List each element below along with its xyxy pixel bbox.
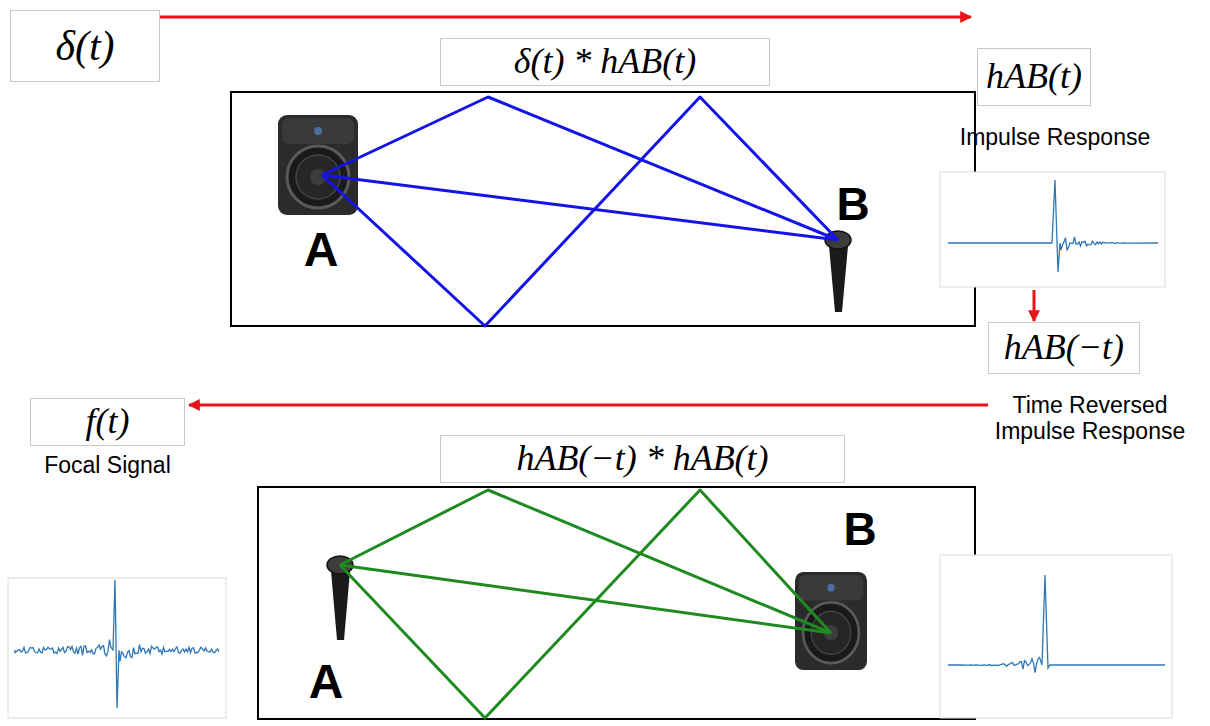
flow-arrow xyxy=(189,404,988,407)
device-letter: A xyxy=(298,654,354,709)
formula-box: hAB(−t) * hAB(t) xyxy=(440,435,845,483)
sound-paths xyxy=(322,97,838,326)
formula-text: hAB(−t) * hAB(t) xyxy=(516,439,768,479)
caption-label: Impulse Response xyxy=(915,124,1195,150)
formula-text: hAB(t) xyxy=(986,57,1082,97)
formula-box: δ(t) * hAB(t) xyxy=(440,38,770,86)
sound-paths xyxy=(340,490,831,718)
formula-text: δ(t) xyxy=(55,23,114,69)
waveform xyxy=(948,180,1158,272)
caption-label: Focal Signal xyxy=(10,452,205,478)
formula-text: δ(t) * hAB(t) xyxy=(514,42,697,82)
caption-label: Time Reversed Impulse Response xyxy=(992,392,1188,445)
formula-text: f(t) xyxy=(86,402,130,442)
device-letter: A xyxy=(293,222,349,277)
device-letter: B xyxy=(833,503,887,556)
microphone-icon xyxy=(825,231,851,312)
flow-arrow xyxy=(160,16,971,19)
room-outline xyxy=(258,487,975,719)
formula-box: hAB(−t) xyxy=(988,322,1140,374)
plot-frame xyxy=(8,578,226,718)
plot-frame xyxy=(940,172,1165,287)
waveform xyxy=(15,580,219,708)
microphone-icon xyxy=(327,556,353,640)
formula-box: f(t) xyxy=(30,398,185,446)
plot-frame xyxy=(940,555,1172,718)
formula-text: hAB(−t) xyxy=(1004,328,1124,368)
device-letter: B xyxy=(826,178,880,231)
formula-box: hAB(t) xyxy=(977,48,1091,106)
formula-box: δ(t) xyxy=(10,10,160,82)
waveform xyxy=(948,575,1165,673)
room-outline xyxy=(231,92,975,326)
flow-arrow xyxy=(1033,290,1036,321)
